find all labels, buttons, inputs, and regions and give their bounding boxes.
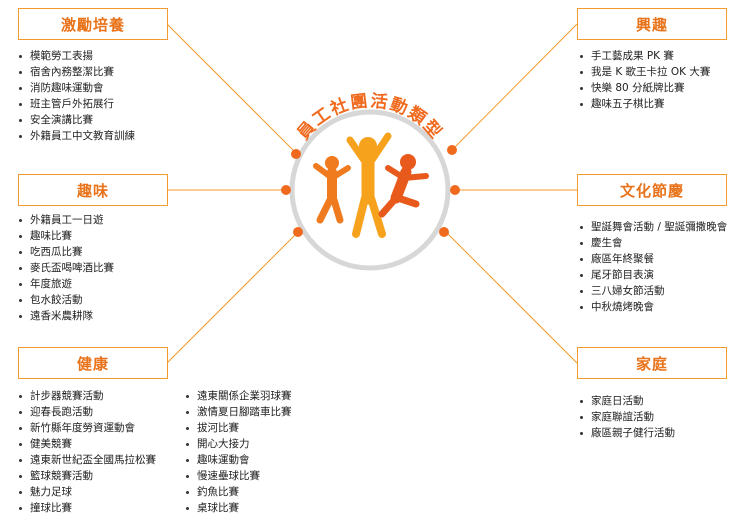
- category-label-fun: 趣味: [76, 181, 109, 200]
- list-item: 中秋燒烤晚會: [579, 299, 727, 315]
- list-item: 模範勞工表揚: [18, 48, 135, 64]
- list-item: 激情夏日腳踏車比賽: [185, 404, 292, 420]
- list-item: 班主管戶外拓展行: [18, 96, 135, 112]
- list-item: 慶生會: [579, 235, 727, 251]
- list-item: 趣味比賽: [18, 228, 114, 244]
- list-item: 籃球競賽活動: [18, 468, 156, 484]
- list-item: 年度旅遊: [18, 276, 114, 292]
- list-item: 遠東關係企業羽球賽: [185, 388, 292, 404]
- category-fun: 趣味: [18, 174, 168, 206]
- list-item: 手工藝成果 PK 賽: [579, 48, 710, 64]
- list-item: 釣魚比賽: [185, 484, 292, 500]
- node-dot-festival: [450, 185, 460, 195]
- category-incentive: 激勵培養: [18, 8, 168, 40]
- list-item: 趣味運動會: [185, 452, 292, 468]
- node-dot-health: [293, 227, 303, 237]
- category-label-family: 家庭: [635, 354, 668, 373]
- list-item: 廠區親子健行活動: [579, 425, 675, 441]
- list-item: 吃西瓜比賽: [18, 244, 114, 260]
- list-item: 健美競賽: [18, 436, 156, 452]
- list-item: 家庭日活動: [579, 393, 675, 409]
- list-item: 拔河比賽: [185, 420, 292, 436]
- list-health: 計步器競賽活動迎春長跑活動新竹縣年度勞資運動會健美競賽遠東新世紀盃全國馬拉松賽籃…: [18, 388, 156, 516]
- list-health-2: 遠東關係企業羽球賽激情夏日腳踏車比賽拔河比賽開心大接力趣味運動會慢速壘球比賽釣魚…: [185, 388, 292, 516]
- category-family: 家庭: [577, 347, 727, 379]
- list-item: 遠東新世紀盃全國馬拉松賽: [18, 452, 156, 468]
- list-item: 包水餃活動: [18, 292, 114, 308]
- category-label-incentive: 激勵培養: [60, 15, 125, 34]
- list-item: 消防趣味運動會: [18, 80, 135, 96]
- list-item: 安全演講比賽: [18, 112, 135, 128]
- center-hub: 員工社團活動類型: [270, 88, 470, 288]
- node-dot-incentive: [291, 149, 301, 159]
- node-dot-fun: [281, 185, 291, 195]
- list-item: 麥氏盃喝啤酒比賽: [18, 260, 114, 276]
- list-item: 撞球比賽: [18, 500, 156, 516]
- list-item: 迎春長跑活動: [18, 404, 156, 420]
- list-item: 開心大接力: [185, 436, 292, 452]
- list-item: 快樂 80 分紙牌比賽: [579, 80, 710, 96]
- list-item: 新竹縣年度勞資運動會: [18, 420, 156, 436]
- connector-interest: [451, 23, 578, 151]
- people-figures-icon: [313, 132, 429, 238]
- list-item: 遠香米農耕隊: [18, 308, 114, 324]
- list-item: 家庭聯誼活動: [579, 409, 675, 425]
- connector-family: [445, 231, 578, 364]
- category-health: 健康: [18, 347, 168, 379]
- category-festival: 文化節慶: [577, 174, 727, 206]
- category-label-health: 健康: [76, 354, 109, 373]
- list-item: 三八婦女節活動: [579, 283, 727, 299]
- connector-incentive: [166, 23, 297, 154]
- category-interest: 興趣: [577, 8, 727, 40]
- category-label-interest: 興趣: [635, 15, 668, 34]
- list-item: 尾牙節目表演: [579, 267, 727, 283]
- list-incentive: 模範勞工表揚宿舍內務整潔比賽消防趣味運動會班主管戶外拓展行安全演講比賽外籍員工中…: [18, 48, 135, 144]
- category-label-festival: 文化節慶: [619, 181, 684, 200]
- list-fun: 外籍員工一日遊趣味比賽吃西瓜比賽麥氏盃喝啤酒比賽年度旅遊包水餃活動遠香米農耕隊: [18, 212, 114, 324]
- list-item: 外籍員工一日遊: [18, 212, 114, 228]
- list-item: 趣味五子棋比賽: [579, 96, 710, 112]
- list-item: 我是 K 歌王卡拉 OK 大賽: [579, 64, 710, 80]
- list-item: 計步器競賽活動: [18, 388, 156, 404]
- list-item: 慢速壘球比賽: [185, 468, 292, 484]
- list-interest: 手工藝成果 PK 賽我是 K 歌王卡拉 OK 大賽快樂 80 分紙牌比賽趣味五子…: [579, 48, 710, 112]
- list-item: 廠區年終聚餐: [579, 251, 727, 267]
- list-family: 家庭日活動家庭聯誼活動廠區親子健行活動: [579, 393, 675, 441]
- list-item: 桌球比賽: [185, 500, 292, 516]
- connector-health: [166, 231, 299, 364]
- list-item: 聖誕舞會活動 / 聖誕彌撒晚會: [579, 219, 727, 235]
- list-item: 外籍員工中文教育訓練: [18, 128, 135, 144]
- list-item: 宿舍內務整潔比賽: [18, 64, 135, 80]
- node-dot-family: [439, 227, 449, 237]
- node-dot-interest: [447, 145, 457, 155]
- list-item: 魅力足球: [18, 484, 156, 500]
- hub-ring: [289, 109, 451, 271]
- list-festival: 聖誕舞會活動 / 聖誕彌撒晚會慶生會廠區年終聚餐尾牙節目表演三八婦女節活動中秋燒…: [579, 219, 727, 315]
